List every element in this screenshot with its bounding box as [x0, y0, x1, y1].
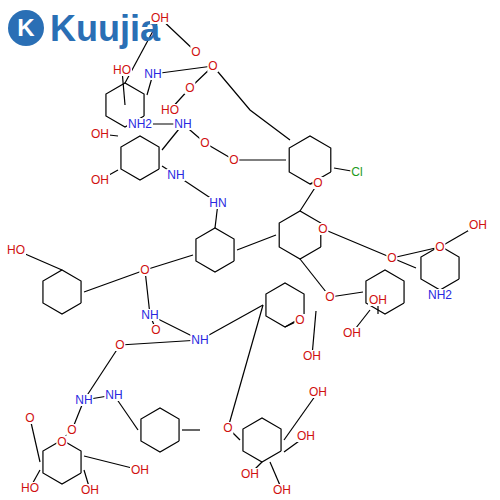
atom-label: O: [150, 324, 161, 336]
ring-bond: [141, 408, 179, 452]
atom-label: Cl: [350, 166, 363, 178]
atom-label: HO: [160, 104, 180, 116]
atom-label: NH2: [427, 289, 453, 301]
bond-line: [30, 418, 40, 462]
ring-bond: [121, 136, 159, 180]
atom-label: O: [434, 241, 445, 253]
bond-line: [84, 270, 145, 292]
atom-label: O: [222, 422, 233, 434]
atom-label: NH: [104, 389, 123, 401]
atom-label: HO: [112, 64, 132, 76]
atom-label: OH: [80, 484, 100, 496]
atom-label: O: [294, 314, 305, 326]
atom-label: NH2: [127, 118, 153, 130]
logo-mark: K: [8, 10, 44, 46]
atom-label: NH: [166, 169, 185, 181]
watermark-logo: Kuujia: [50, 11, 160, 47]
ring-bond: [43, 270, 81, 314]
atom-label: O: [228, 154, 239, 166]
ring-bond: [366, 270, 404, 314]
ring-bond: [243, 418, 281, 462]
atom-label: O: [386, 252, 397, 264]
atom-label: OH: [90, 128, 110, 140]
atom-label: O: [66, 424, 77, 436]
atom-label: OH: [150, 12, 170, 24]
bond-line: [228, 305, 263, 428]
atom-label: O: [184, 82, 195, 94]
atom-label: OH: [296, 430, 316, 442]
atom-label: HO: [20, 482, 40, 494]
bond-line: [182, 429, 200, 430]
atom-label: O: [56, 436, 67, 448]
bond-line: [213, 66, 290, 140]
atom-label: O: [207, 60, 218, 72]
atom-label: OH: [302, 350, 322, 362]
atom-label: O: [317, 223, 328, 235]
atom-label: OH: [90, 174, 110, 186]
atom-label: NH: [190, 334, 209, 346]
atom-label: O: [24, 412, 35, 424]
atom-label: HN: [208, 197, 227, 209]
bond-line: [323, 229, 416, 268]
bond-line: [237, 235, 276, 250]
bond-line: [120, 340, 200, 345]
atom-label: OH: [368, 294, 388, 306]
atom-label: O: [139, 264, 150, 276]
atom-label: NH: [140, 309, 159, 321]
atom-label: OH: [468, 219, 488, 231]
atom-label: OH: [342, 327, 362, 339]
atom-label: O: [324, 291, 335, 303]
ring-bond: [289, 136, 331, 184]
atom-label: O: [114, 339, 125, 351]
atom-label: NH: [173, 118, 192, 130]
atom-label: O: [190, 46, 201, 58]
atom-label: HO: [6, 244, 26, 256]
bond-line: [145, 255, 193, 270]
atom-label: OH: [240, 468, 260, 480]
bond-line: [392, 247, 440, 258]
atom-label: OH: [130, 464, 150, 476]
atom-label: NH: [143, 68, 162, 80]
ring-bond: [196, 228, 234, 272]
atom-label: O: [199, 137, 210, 149]
ring-bond: [279, 211, 321, 259]
atom-label: O: [312, 177, 323, 189]
atom-label: OH: [308, 386, 328, 398]
logo-letter: K: [17, 16, 34, 40]
bond-line: [234, 159, 286, 160]
atom-label: OH: [272, 484, 292, 496]
atom-label: NH: [74, 394, 93, 406]
